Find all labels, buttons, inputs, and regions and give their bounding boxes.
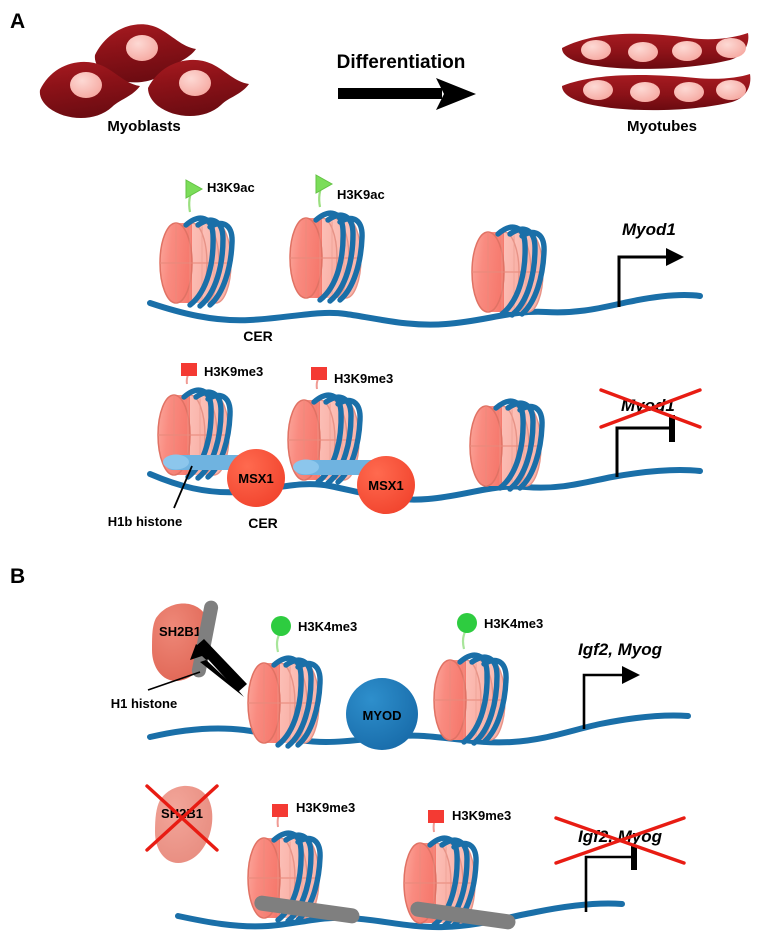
myoblast-cell — [94, 24, 196, 83]
enhancer-label-cer: CER — [248, 515, 278, 531]
tss-arrow-expressed — [582, 666, 640, 729]
dna-backbone — [147, 291, 703, 328]
red-square-icon — [181, 363, 197, 376]
gene-label-myod1: Myod1 — [622, 220, 676, 239]
panel-a-repressed-row: MSX1 MSX1 — [108, 363, 703, 531]
enhancer-label-cer: CER — [243, 328, 273, 344]
panel-b-active-row: SH2B1 H1 histone — [111, 600, 691, 750]
myoblast-nucleus — [126, 35, 158, 61]
dna-backbone — [175, 900, 625, 931]
adaptor-label: SH2B1 — [159, 624, 201, 639]
nucleosome — [159, 218, 232, 306]
histone-mark-h3k9ac: H3K9ac — [315, 174, 385, 208]
dna-backbone — [147, 712, 691, 746]
adaptor-sh2b1-inactive: SH2B1 — [145, 784, 219, 864]
histone-mark-label: H3K9ac — [207, 180, 255, 195]
differentiation-label: Differentiation — [337, 52, 466, 73]
histone-mark-label: H3K4me3 — [484, 616, 543, 631]
repressor-msx1: MSX1 — [227, 449, 285, 507]
differentiation-arrow-icon — [338, 78, 476, 110]
tss-bar-repressed — [584, 845, 637, 912]
nucleosome — [247, 658, 320, 746]
nucleosome — [289, 213, 362, 301]
myoblast-cell — [39, 61, 140, 118]
histone-mark-h3k9me3: H3K9me3 — [272, 800, 355, 828]
activator-myod: MYOD — [346, 678, 418, 750]
myotube-nucleus — [716, 38, 746, 58]
histone-mark-h3k4me3: H3K4me3 — [457, 613, 543, 650]
histone-mark-h3k9ac: H3K9ac — [185, 179, 255, 213]
myotube-cell — [562, 74, 751, 111]
histone-mark-label: H3K9me3 — [204, 364, 263, 379]
nucleosome — [471, 227, 544, 315]
myotube-nucleus — [630, 82, 660, 102]
linker-histone-callout: H1b histone — [108, 465, 193, 529]
myotube-nucleus — [672, 41, 702, 61]
green-circle-icon — [271, 616, 291, 636]
histone-mark-h3k9me3: H3K9me3 — [311, 367, 393, 390]
myoblast-nucleus — [70, 72, 102, 98]
histone-mark-label: H3K9ac — [337, 187, 385, 202]
myotube-nucleus — [628, 42, 658, 62]
differentiation-transition: Differentiation — [337, 52, 476, 110]
panel-b: B SH2B1 H1 histone — [10, 565, 691, 931]
linker-histone-callout: H1 histone — [111, 671, 201, 711]
panel-b-repressed-row: SH2B1 — [145, 784, 686, 931]
myotube-nucleus — [583, 80, 613, 100]
myotube-cell — [562, 33, 749, 69]
myotubes-caption: Myotubes — [627, 118, 697, 135]
activator-label: MYOD — [363, 708, 402, 723]
myoblasts-caption: Myoblasts — [107, 118, 180, 135]
myoblast-cell — [148, 59, 249, 116]
green-circle-icon — [457, 613, 477, 633]
panel-a-active-row: H3K9ac H3K9ac CER Myod1 — [147, 174, 703, 344]
histone-mark-label: H3K4me3 — [298, 619, 357, 634]
panel-a: A Myoblasts Differentiation — [10, 10, 751, 531]
tss-bar-repressed — [615, 415, 675, 477]
histone-mark-h3k4me3: H3K4me3 — [271, 616, 357, 653]
histone-eviction-arrow — [190, 639, 247, 697]
linker-histone-h1 — [410, 901, 516, 930]
gene-label-igf2-myog: Igf2, Myog — [578, 640, 663, 659]
repressor-label: MSX1 — [238, 471, 273, 486]
red-square-icon — [311, 367, 327, 380]
histone-mark-label: H3K9me3 — [334, 371, 393, 386]
linker-histone-h1 — [254, 895, 360, 924]
myotube-nucleus — [581, 40, 611, 60]
red-square-icon — [428, 810, 444, 823]
histone-mark-h3k9me3: H3K9me3 — [428, 808, 511, 833]
red-x-icon — [599, 388, 702, 429]
myotube-group: Myotubes — [562, 33, 751, 135]
nucleosome — [433, 655, 506, 743]
arrow-right-icon — [622, 666, 640, 684]
myotube-nucleus — [716, 80, 746, 100]
myotube-nucleus — [674, 82, 704, 102]
arrow-right-icon — [666, 248, 684, 266]
histone-mark-label: H3K9me3 — [452, 808, 511, 823]
nucleosome — [469, 401, 542, 489]
repressor-label: MSX1 — [368, 478, 403, 493]
histone-mark-label: H3K9me3 — [296, 800, 355, 815]
panel-a-letter: A — [10, 10, 25, 33]
linker-histone-label: H1b histone — [108, 514, 182, 529]
linker-histone-label: H1 histone — [111, 696, 177, 711]
myoblast-group: Myoblasts — [39, 24, 249, 135]
repressor-msx1: MSX1 — [357, 456, 415, 514]
red-x-icon — [145, 784, 219, 852]
panel-b-letter: B — [10, 565, 25, 588]
tss-arrow-expressed — [617, 248, 684, 307]
red-square-icon — [272, 804, 288, 817]
myoblast-nucleus — [179, 70, 211, 96]
histone-mark-h3k9me3: H3K9me3 — [181, 363, 263, 385]
red-x-icon — [554, 816, 686, 865]
linker-histone-h1 — [191, 600, 219, 678]
